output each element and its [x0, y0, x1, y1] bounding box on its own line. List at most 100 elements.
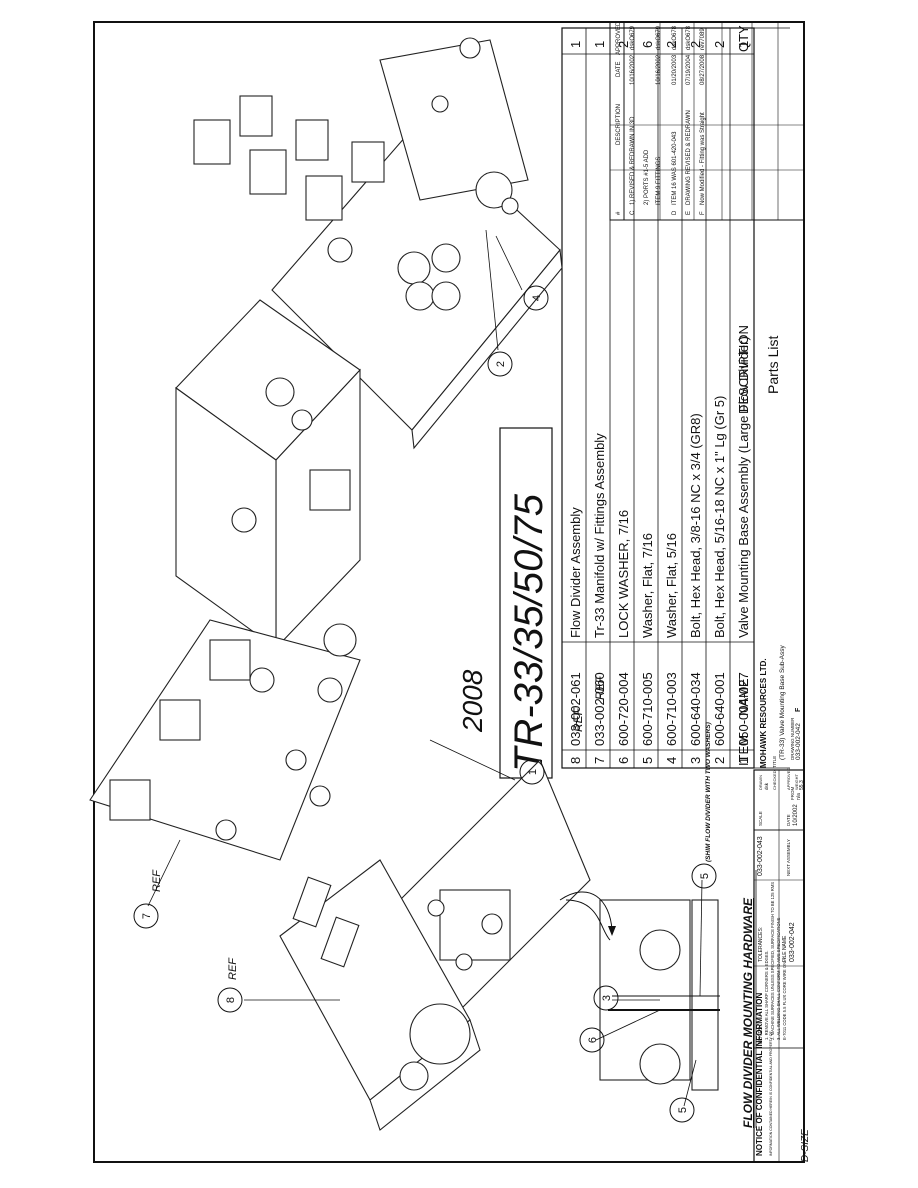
parts-row-description: Flow Divider Assembly	[568, 507, 583, 638]
parts-row-item: 8	[568, 757, 583, 764]
rev-row-date: 07/19/2004	[686, 54, 692, 85]
parts-header-qty: QTY	[736, 25, 751, 52]
rev-row-description: DRAWING REVISED & REDRAWN	[686, 110, 692, 205]
checked-label: CHECKED	[772, 770, 777, 790]
title-label: TITLE	[772, 756, 777, 768]
company-cell	[753, 769, 805, 831]
callout-1: 1	[519, 759, 545, 785]
parts-row-description: Bolt, Hex Head, 5/16-18 NC x 1" Lg (Gr 5…	[712, 396, 727, 638]
rev-header-number: #	[616, 211, 622, 215]
rev-row-description: ITEM 16 WAS 601-420-043	[672, 131, 678, 205]
callout-2: 2	[487, 351, 513, 377]
note-3: 3. ALL WELDING SHALL CONFORM TO AWS SPEC…	[776, 917, 781, 1040]
svg-text:2: 2	[495, 361, 507, 367]
svg-text:5: 5	[699, 873, 711, 879]
parts-row-description: Bolt, Hex Head, 3/8-16 NC x 3/4 (GR8)	[688, 413, 703, 638]
callout-4: 4	[523, 285, 549, 311]
parts-list-table	[561, 27, 790, 769]
rev-row-letter: D	[672, 210, 678, 215]
rev-row-letter: C	[630, 210, 636, 215]
parts-row-qty: 1	[568, 41, 583, 48]
rev-row-date: 01/20/2003	[672, 54, 678, 85]
rev-row-description: 1) REVISED & REDRAWN IN 3D	[630, 116, 636, 205]
confidential-title: NOTICE OF CONFIDENTIAL INFORMATION	[755, 993, 764, 1156]
parts-row-qty: 2	[664, 41, 679, 48]
drawn-label: DRAWN	[758, 775, 763, 790]
drawing-number: 033-002-042	[795, 723, 802, 760]
parts-row-name: 600-640-034	[688, 672, 703, 746]
rev-row-letter: E	[686, 211, 692, 215]
rev-header-description: DESCRIPTION	[616, 104, 622, 145]
ref-label: REF	[571, 707, 585, 732]
weight-value: 55.3	[799, 780, 805, 790]
svg-text:6: 6	[587, 1037, 599, 1043]
parts-row-item: 3	[688, 757, 703, 764]
parts-header-item: ITEM	[736, 735, 751, 766]
approved-label: APPROVED	[786, 768, 791, 790]
ref-label: REF	[593, 675, 607, 700]
parts-row-item: 1	[736, 757, 751, 764]
parts-row-name: 033-002-061	[568, 672, 583, 746]
file-name: 033-002-042	[789, 922, 796, 962]
next-assembly-label: NEXT ASSEMBLY	[786, 839, 791, 876]
parts-row-qty: 2	[712, 41, 727, 48]
date-value: 10/2002	[793, 804, 799, 826]
parts-row-name: 600-710-005	[640, 672, 655, 746]
from-label: FROM	[790, 787, 795, 800]
rev-row-approved: dskO678	[672, 25, 678, 50]
rev-letter: F	[795, 707, 802, 712]
parts-row-item: 5	[640, 757, 655, 764]
parts-row-item: 6	[616, 757, 631, 764]
title-value: (TR-33) Valve Mounting Base Sub-Assy	[779, 644, 786, 760]
sheet-border	[93, 21, 805, 1163]
confidential-body: INFORMATION CONTAINED HEREIN IS CONFIDEN…	[769, 1031, 773, 1156]
parts-list-title: Parts List	[765, 336, 781, 394]
rev-row-description: 2) PORTS #1-5 ADD	[644, 149, 650, 205]
rev-row-description: ITEM 9 FITTINGS	[656, 157, 662, 205]
parts-row-description: LOCK WASHER, 7/16	[616, 510, 631, 638]
parts-list-rows: 8 033-002-061 Flow Divider Assembly 1 7 033-0…	[568, 25, 751, 766]
svg-text:7: 7	[141, 913, 153, 919]
lower-assembly-drawing	[89, 619, 591, 1131]
file-name-label: FILE NAME	[782, 935, 788, 962]
size-label: D-SIZE	[800, 1129, 811, 1162]
svg-text:3: 3	[601, 995, 613, 1001]
parts-row-description: Valve Mounting Base Assembly (Large Flow…	[736, 336, 751, 638]
parts-row-name: 033-002-060	[592, 672, 607, 746]
callout-5: 5	[669, 1097, 695, 1123]
leader-lines	[147, 229, 703, 1107]
parts-row-item: 7	[592, 757, 607, 764]
rev-row-approved: dskO679	[630, 25, 636, 50]
parts-row-qty: 1	[736, 41, 751, 48]
parts-row-qty: 2	[688, 41, 703, 48]
parts-row-name: 050-004-027	[736, 672, 751, 746]
shim-note: (SHIM FLOW DIVIDER WITH TWO WASHERS)	[705, 722, 712, 862]
arrow-head-icon	[608, 926, 616, 936]
next-assembly-value: 033-002-043	[757, 836, 764, 876]
parts-row-qty: 6	[640, 41, 655, 48]
parts-row-qty: 2	[616, 41, 631, 48]
parts-header-description: DESCRIPTION	[736, 325, 751, 414]
drawing-title: TR-33/35/50/75	[507, 493, 551, 772]
callout-6: 6	[579, 1027, 605, 1053]
revision-block: # DESCRIPTION DATE APPROVED C 1) REVISED…	[609, 21, 805, 221]
hardware-detail-drawing	[565, 899, 720, 1091]
rotate-arrow-icon	[559, 891, 613, 931]
notes-label: NOTES:	[758, 1025, 764, 1044]
note-2: 2. MACHINE SURFACES UNLESS SPECIFIED, SU…	[770, 882, 775, 1040]
parts-header-name: NAME	[736, 678, 751, 716]
parts-row-name: 600-640-001	[712, 672, 727, 746]
parts-row-description: Tr-33 Manifold w/ Fittings Assembly	[592, 433, 607, 638]
ref-label: REF	[151, 869, 163, 892]
parts-row-description: Washer, Flat, 7/16	[640, 533, 655, 638]
svg-text:5: 5	[677, 1107, 689, 1113]
parts-row-qty: 1	[592, 41, 607, 48]
tolerances-label: TOLERANCES:	[758, 927, 764, 962]
svg-text:1: 1	[527, 769, 539, 775]
parts-row-name: 600-720-004	[616, 672, 631, 746]
callout-8: 8	[217, 987, 243, 1013]
rev-row-description: Now Modified - Fitting was Straight	[700, 112, 706, 205]
rev-row-date: 10/16/2002	[630, 54, 636, 85]
drawing-year: 2008	[457, 669, 488, 733]
rev-row-letter: F	[700, 211, 706, 215]
